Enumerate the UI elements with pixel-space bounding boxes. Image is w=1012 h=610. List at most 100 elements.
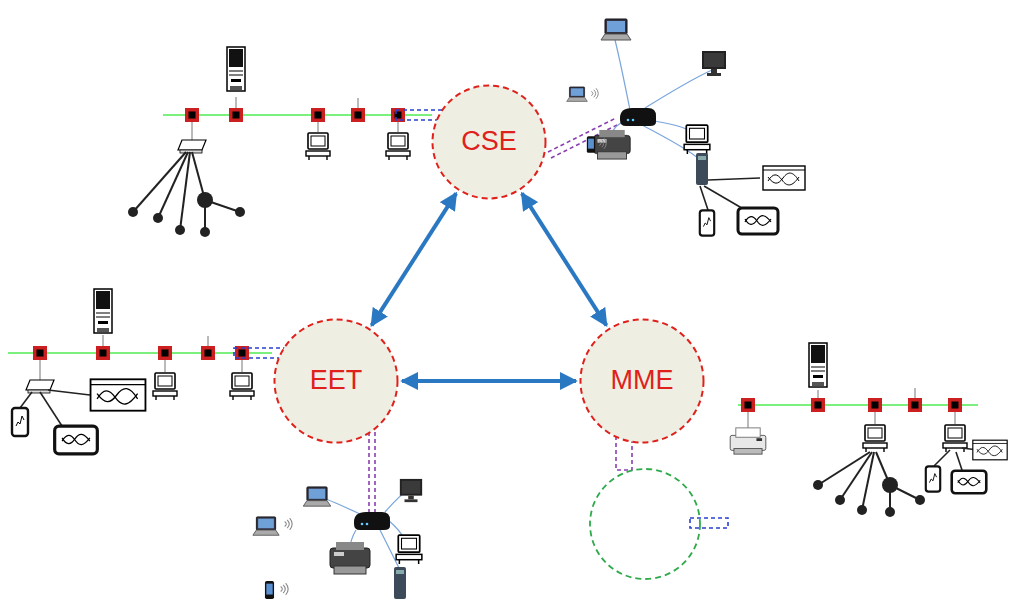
- cables: [645, 70, 712, 108]
- star-nodes: [813, 480, 823, 490]
- device-wires: [956, 452, 962, 470]
- star-nodes: [835, 495, 845, 505]
- tablet-chart: [952, 471, 987, 493]
- network-tap: [311, 108, 325, 122]
- network-tap: [868, 398, 882, 412]
- star-nodes: [915, 495, 925, 505]
- device-wires: [934, 450, 950, 466]
- bus-line: [8, 352, 272, 354]
- drop-wire: [208, 336, 209, 346]
- network-tap: [229, 108, 243, 122]
- tablet-chart: [738, 208, 778, 234]
- server: [809, 343, 827, 387]
- device-wires: [48, 390, 90, 395]
- laptop: [601, 19, 631, 40]
- link-bracket: [690, 518, 728, 528]
- drop-wire: [165, 360, 166, 372]
- network-tap: [185, 108, 199, 122]
- star-nodes: [885, 507, 895, 517]
- network-tap: [96, 346, 110, 360]
- phone-chart: [700, 210, 714, 235]
- drop-wire: [748, 412, 749, 428]
- department-label: EET: [310, 366, 363, 396]
- network-tap: [908, 398, 922, 412]
- star-nodes: [175, 225, 185, 235]
- star-topology: [133, 152, 240, 232]
- pc-tower: [696, 153, 708, 185]
- link-bracket: [368, 432, 370, 512]
- drop-wire: [358, 98, 359, 108]
- router: [620, 108, 656, 126]
- department-label: MME: [611, 366, 674, 396]
- workstation: [863, 425, 887, 452]
- drop-wire: [955, 412, 956, 424]
- chart-window: [91, 379, 146, 410]
- mme-subnetwork: [590, 434, 728, 579]
- device-wires: [20, 392, 32, 408]
- star-nodes: [128, 192, 245, 237]
- eet-wired-lan: [8, 289, 284, 454]
- drop-wire: [192, 120, 193, 140]
- mme-wired-lan: [730, 343, 1007, 517]
- drop-wire: [875, 412, 876, 424]
- phone: [587, 136, 595, 153]
- workstation: [306, 133, 330, 160]
- future-network-circle: [590, 469, 700, 579]
- network-tap: [201, 346, 215, 360]
- phone-chart: [926, 466, 940, 491]
- chart-window: [763, 166, 805, 190]
- network-tap: [158, 346, 172, 360]
- star-nodes: [813, 477, 925, 517]
- workstation: [396, 535, 422, 564]
- network-tap: [811, 398, 825, 412]
- hub: [26, 380, 54, 393]
- wifi-symbol: [600, 138, 607, 149]
- network-tap: [948, 398, 962, 412]
- star-nodes: [128, 207, 138, 217]
- cables: [380, 530, 400, 570]
- drop-wire: [103, 335, 104, 346]
- wifi-symbol: [592, 88, 599, 99]
- network-tap: [741, 398, 755, 412]
- star-topology: [180, 152, 190, 230]
- star-nodes: [200, 227, 210, 237]
- bus-line: [738, 404, 978, 406]
- link-arrow: [522, 193, 607, 325]
- router: [354, 512, 390, 530]
- eet-wireless-lan: [253, 432, 422, 599]
- server: [227, 47, 245, 91]
- star-nodes: [882, 477, 898, 493]
- printer: [330, 542, 370, 574]
- star-nodes: [153, 213, 163, 223]
- circle-outline: [433, 86, 546, 199]
- link-bracket: [234, 348, 284, 358]
- phone: [265, 581, 274, 599]
- link-bracket: [234, 348, 284, 358]
- drop-wire: [242, 360, 243, 372]
- server: [94, 289, 112, 333]
- workstation: [684, 125, 710, 154]
- network-tap: [351, 108, 365, 122]
- pc-tower: [394, 567, 406, 599]
- cables: [615, 40, 630, 110]
- link-arrow: [402, 379, 576, 383]
- drop-wire: [915, 388, 916, 398]
- laptop: [567, 87, 588, 101]
- network-tap: [33, 346, 47, 360]
- circle-outline: [275, 320, 398, 443]
- department-circle: CSE: [431, 84, 547, 200]
- star-topology: [840, 452, 872, 500]
- star-topology: [133, 152, 186, 212]
- device-wires: [708, 178, 760, 180]
- tablet-chart: [55, 426, 98, 454]
- department-circle: MME: [579, 318, 705, 444]
- star-nodes: [857, 505, 867, 515]
- device-wires: [20, 390, 90, 426]
- wifi-symbol: [285, 518, 293, 530]
- chart-window: [973, 440, 1007, 460]
- drop-wire: [40, 360, 41, 380]
- department-label: CSE: [461, 127, 517, 157]
- laptop: [303, 487, 331, 506]
- drop-wire: [818, 390, 819, 398]
